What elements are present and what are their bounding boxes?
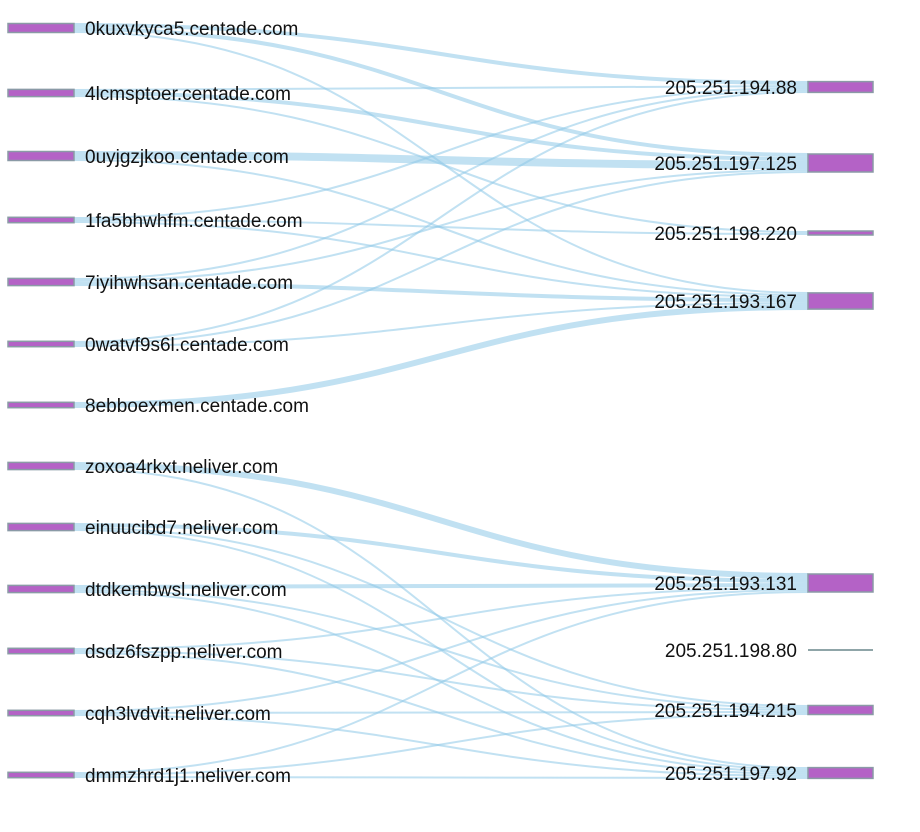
target-label-3: 205.251.193.167 [654, 292, 797, 313]
link-s5-t0 [73, 91, 809, 343]
source-node-3[interactable] [7, 216, 75, 224]
link-s0-t1 [73, 27, 809, 157]
source-label-4: 7iyihwhsan.centade.com [85, 273, 293, 294]
link-s0-t0 [73, 23, 809, 85]
links-layer [73, 23, 809, 779]
source-label-2: 0uyjgzjkoo.centade.com [85, 147, 289, 168]
link-s4-t3 [73, 282, 809, 302]
source-node-8[interactable] [7, 522, 75, 532]
target-label-5: 205.251.198.80 [665, 641, 797, 662]
source-node-10[interactable] [7, 647, 75, 655]
target-label-0: 205.251.194.88 [665, 78, 797, 99]
source-node-11[interactable] [7, 709, 75, 717]
source-node-7[interactable] [7, 461, 75, 471]
target-label-2: 205.251.198.220 [654, 224, 797, 245]
source-label-11: cqh3lvdvit.neliver.com [85, 704, 271, 725]
link-s12-t6 [73, 713, 809, 776]
source-label-5: 0watvf9s6l.centade.com [85, 335, 289, 356]
source-label-12: dmmzhrd1j1.neliver.com [85, 766, 291, 787]
nodes-layer [7, 22, 874, 780]
target-node-0[interactable] [807, 80, 874, 94]
source-node-2[interactable] [7, 150, 75, 162]
link-s3-t3 [73, 221, 809, 298]
link-s10-t6 [73, 650, 809, 711]
link-s5-t3 [73, 302, 809, 347]
link-s11-t6 [73, 711, 809, 714]
link-s9-t4 [73, 583, 809, 589]
link-s5-t1 [73, 171, 809, 345]
link-s4-t1 [73, 169, 809, 282]
source-label-3: 1fa5bhwhfm.centade.com [85, 211, 303, 232]
link-s3-t0 [73, 87, 809, 219]
source-label-9: dtdkembwsl.neliver.com [85, 580, 287, 601]
link-s12-t4 [73, 591, 809, 774]
labels-layer: 0kuxvkyca5.centade.com 4lcmsptoer.centade… [85, 19, 797, 787]
target-label-6: 205.251.194.215 [654, 701, 797, 722]
link-s10-t4 [73, 587, 809, 650]
link-s11-t4 [73, 589, 809, 712]
target-node-7[interactable] [807, 766, 874, 780]
source-node-9[interactable] [7, 584, 75, 594]
link-s7-t4 [73, 462, 809, 579]
link-s2-t1 [73, 151, 809, 169]
source-node-6[interactable] [7, 401, 75, 409]
link-s8-t6 [73, 527, 809, 707]
link-s1-t1 [73, 91, 809, 161]
source-label-6: 8ebboexmen.centade.com [85, 396, 309, 417]
link-s12-t7 [73, 776, 809, 779]
link-s1-t0 [73, 85, 809, 91]
target-node-2[interactable] [807, 230, 874, 236]
link-s6-t3 [73, 304, 809, 408]
source-label-1: 4lcmsptoer.centade.com [85, 84, 291, 105]
source-node-12[interactable] [7, 771, 75, 779]
target-node-3[interactable] [807, 292, 874, 310]
link-s9-t6 [73, 589, 809, 709]
target-label-7: 205.251.197.92 [665, 764, 797, 785]
target-node-4[interactable] [807, 573, 874, 593]
source-label-7: zoxoa4rkxt.neliver.com [85, 457, 278, 478]
target-label-1: 205.251.197.125 [654, 154, 797, 175]
source-node-4[interactable] [7, 277, 75, 287]
target-node-1[interactable] [807, 153, 874, 173]
source-label-8: einuucibd7.neliver.com [85, 518, 278, 539]
source-label-10: dsdz6fszpp.neliver.com [85, 642, 283, 663]
source-label-0: 0kuxvkyca5.centade.com [85, 19, 298, 40]
target-node-6[interactable] [807, 704, 874, 716]
source-node-1[interactable] [7, 88, 75, 98]
link-s8-t4 [73, 523, 809, 583]
link-s4-t0 [73, 89, 809, 280]
target-label-4: 205.251.193.131 [654, 574, 797, 595]
source-node-0[interactable] [7, 22, 75, 34]
link-s3-t2 [73, 219, 809, 235]
source-node-5[interactable] [7, 340, 75, 348]
